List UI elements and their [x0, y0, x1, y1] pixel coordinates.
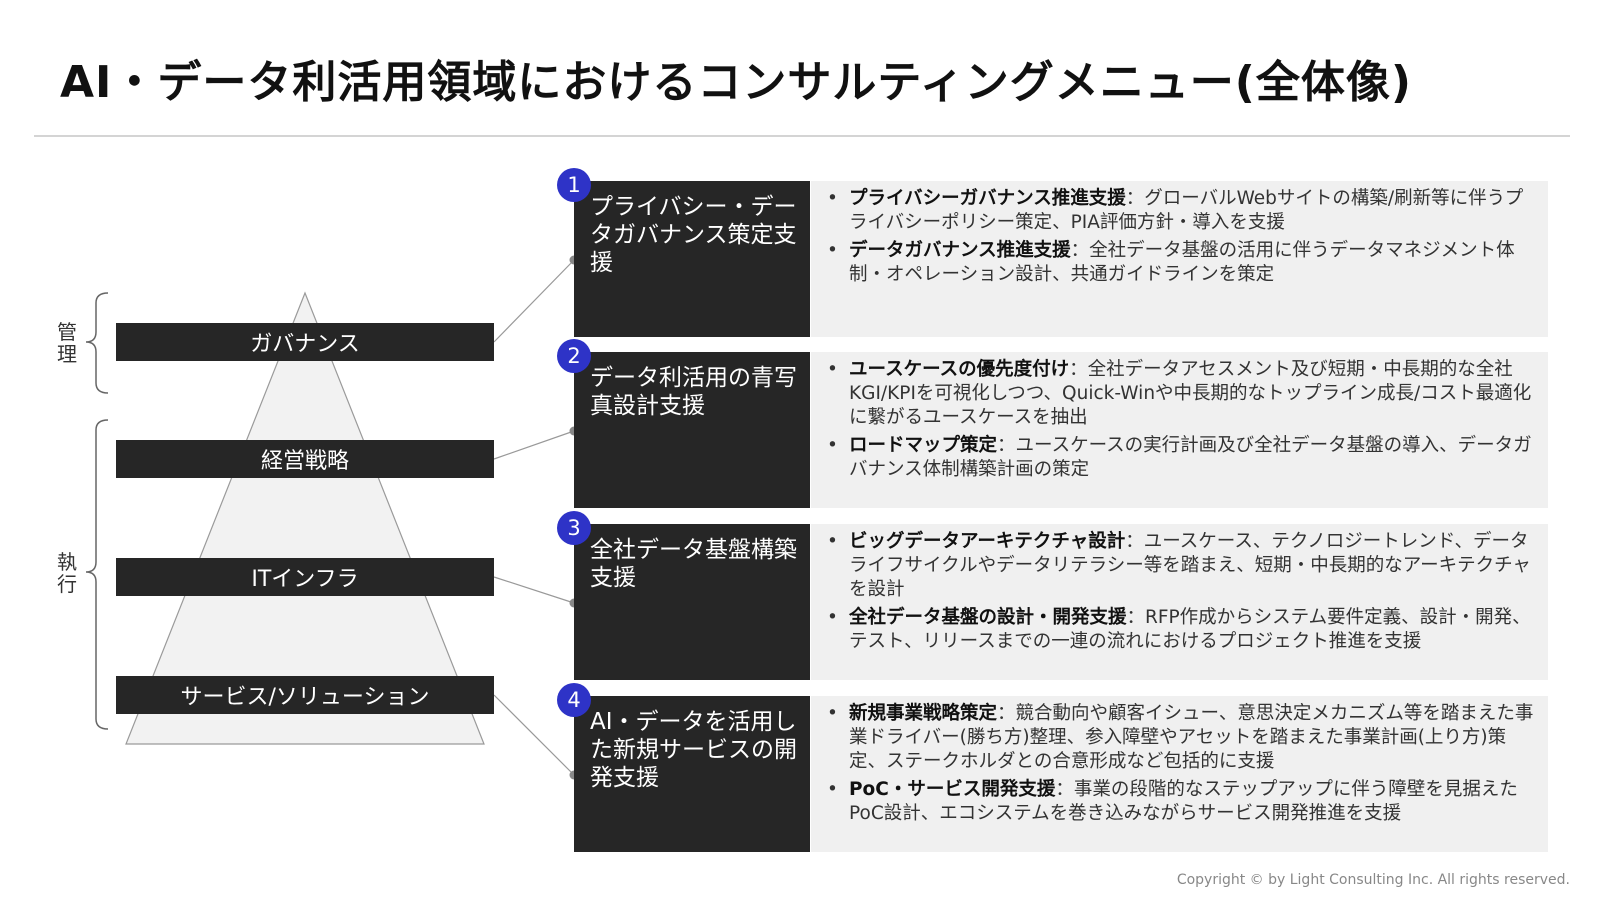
group-label-execution: 執行 [57, 550, 77, 596]
pyramid-shape [125, 291, 485, 745]
title-divider [34, 135, 1570, 137]
menu-number-badge-3: 3 [557, 511, 591, 545]
menu-2-item-2: ロードマップ策定：ユースケースの実行計画及び全社データ基盤の導入、データガバナン… [823, 434, 1540, 482]
menu-name-4: AI・データを活用した新規サービスの開発支援 [574, 696, 810, 852]
menu-1-item-1: プライバシーガバナンス推進支援：グローバルWebサイトの構築/刷新等に伴うプライ… [823, 187, 1540, 235]
bracket-management [85, 292, 109, 394]
menu-number-badge-2: 2 [557, 339, 591, 373]
menu-desc-1: プライバシーガバナンス推進支援：グローバルWebサイトの構築/刷新等に伴うプライ… [811, 181, 1548, 337]
menu-1-item-2: データガバナンス推進支援：全社データ基盤の活用に伴うデータマネジメント体制・オペ… [823, 239, 1540, 287]
copyright-notice: Copyright © by Light Consulting Inc. All… [1176, 872, 1570, 888]
menu-4-item-1: 新規事業戦略策定：競合動向や顧客イシュー、意思決定メカニズム等を踏まえた事業ドラ… [823, 702, 1540, 774]
menu-name-1: プライバシー・データガバナンス策定支援 [574, 181, 810, 337]
connector-line-3 [493, 576, 575, 604]
page-title: AI・データ利活用領域におけるコンサルティングメニュー(全体像) [60, 57, 1412, 108]
connector-line-1 [493, 259, 575, 343]
menu-number-badge-4: 4 [557, 683, 591, 717]
menu-desc-3: ビッグデータアーキテクチャ設計：ユースケース、テクノロジートレンド、データライフ… [811, 524, 1548, 680]
connector-line-4 [493, 694, 575, 776]
menu-name-2: データ利活用の青写真設計支援 [574, 352, 810, 508]
menu-2-item-1: ユースケースの優先度付け：全社データアセスメント及び短期・中長期的な全社KGI/… [823, 358, 1540, 430]
menu-4-item-2: PoC・サービス開発支援：事業の段階的なステップアップに伴う障壁を見据えたPoC… [823, 778, 1540, 826]
pyramid-layer-governance: ガバナンス [116, 323, 494, 361]
group-label-management: 管理 [57, 320, 77, 366]
menu-desc-4: 新規事業戦略策定：競合動向や顧客イシュー、意思決定メカニズム等を踏まえた事業ドラ… [811, 696, 1548, 852]
menu-desc-2: ユースケースの優先度付け：全社データアセスメント及び短期・中長期的な全社KGI/… [811, 352, 1548, 508]
bracket-execution [85, 419, 109, 730]
pyramid-layer-it-infra: ITインフラ [116, 558, 494, 596]
pyramid-layer-management-strategy: 経営戦略 [116, 440, 494, 478]
pyramid-layer-service-solution: サービス/ソリューション [116, 676, 494, 714]
menu-3-item-2: 全社データ基盤の設計・開発支援：RFP作成からシステム要件定義、設計・開発、テス… [823, 606, 1540, 654]
connector-line-2 [493, 430, 575, 460]
menu-number-badge-1: 1 [557, 168, 591, 202]
menu-name-3: 全社データ基盤構築支援 [574, 524, 810, 680]
menu-3-item-1: ビッグデータアーキテクチャ設計：ユースケース、テクノロジートレンド、データライフ… [823, 530, 1540, 602]
